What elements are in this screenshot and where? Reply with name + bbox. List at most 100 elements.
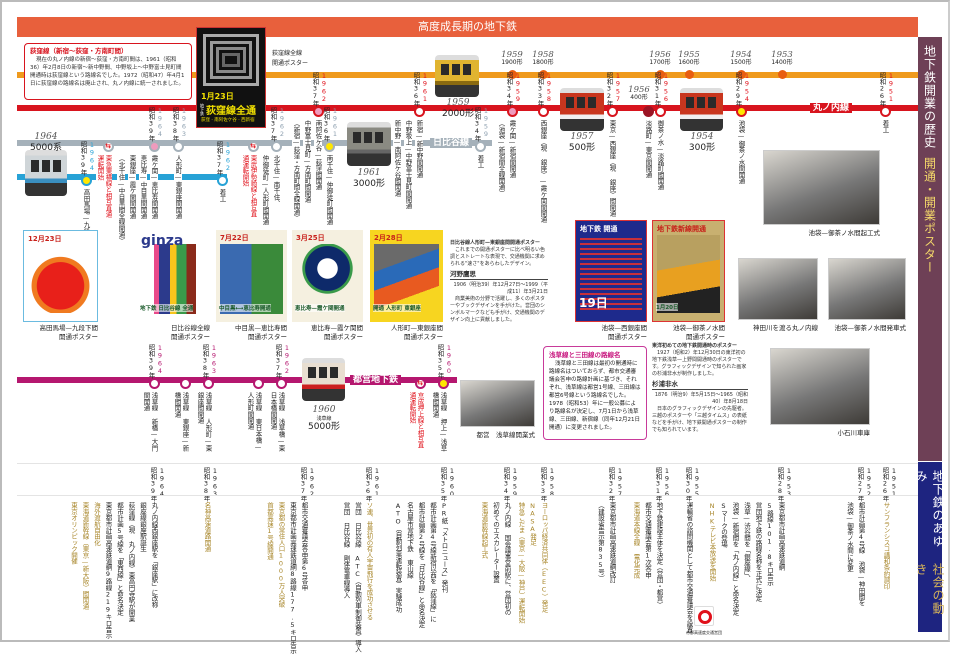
timeline-year: 1951 [890, 467, 898, 498]
marunouchi-line-label: 丸ノ内線 [810, 103, 853, 113]
marunouchi-event-text: 新宿—新中野間開通 [415, 120, 423, 178]
poster-caption: 日比谷線全線開通ポスター [137, 324, 210, 341]
train-window [708, 97, 716, 109]
hibiya-line-label: 日比谷線 [430, 138, 473, 148]
car-model-year: 1959 [501, 50, 523, 60]
marunouchi-event-era: 昭和32年 [605, 72, 613, 107]
photo-caption: 小石川車庫 [837, 429, 871, 437]
timeline-era: 昭和28年 [776, 467, 784, 502]
marunouchi-line [17, 105, 918, 111]
car-model-name: 1800形 [532, 59, 554, 66]
marunouchi-event-text: 淡路町—東京間開通 [644, 120, 652, 178]
info-box-body: 現在の丸ノ内線の新宿〜荻窪・方南町間は、1961（昭和36）年2月8日の新宿〜新… [30, 57, 185, 87]
toei-event-era: 昭和35年 [436, 344, 444, 379]
marunouchi-event-text: 南阿佐ケ谷—荻窪間開通 [314, 120, 322, 190]
subway-event: 地下鉄建設主体を決定（営団・都営） [655, 502, 663, 608]
note-bio: 日本のグラフィックデザインの先駆者。三越のポスターや「三越タイムス」の表紙などを… [652, 406, 747, 433]
train-year: 1959 [446, 98, 470, 108]
side-society-title: 社会の動き [914, 563, 945, 616]
timeline-era: 昭和32年 [607, 467, 615, 502]
note-lead: 日比谷線人形町—東銀座間開通ポスター [450, 240, 541, 246]
through-service-icon: ⇆ [247, 140, 259, 152]
through-service-icon: ⇆ [102, 140, 114, 152]
note-dates: 1876（明治9）年5月15日〜1965（昭和40）年8月18日 [654, 392, 748, 405]
poster-5: 2月28日開通 人形町 東銀座 [370, 230, 443, 322]
subway-event: 浅草—渋谷間を「銀座線」、 [742, 502, 751, 581]
train-photo [560, 88, 604, 131]
marunouchi-station-node [879, 105, 891, 117]
hibiya-event-era: 昭和37年 [269, 107, 277, 142]
timeline-year: 1958 [548, 467, 556, 498]
poster-caption-line2: 開通ポスター [686, 332, 725, 341]
train-window [308, 367, 316, 379]
hibiya-event-year: 1963 [180, 107, 188, 138]
train-window [686, 97, 694, 109]
photo-caption: 神田川を渡る丸ノ内線 [753, 324, 818, 332]
car-model-name: 1700形 [649, 59, 671, 66]
train-name: 5000系 [30, 143, 62, 153]
hibiya-event-text: 東武伊勢崎線と相互直通運転開始 [241, 155, 257, 221]
subway-event: 都市計画第4号線 池袋—神田間を [857, 502, 865, 606]
poster-caption-line1: 恵比寿—霞ケ関間 [311, 324, 363, 332]
toei-event-text: 京成押上線と相互直通運転開始 [408, 392, 424, 452]
poster-art-text: 12月23日 [28, 235, 62, 243]
marunouchi-event-text: 中野坂上—中野富士見町間開通 [404, 120, 412, 209]
poster-1: 12月23日 [23, 230, 98, 322]
car-model-marker [778, 70, 787, 79]
timeline-top-rule [17, 463, 918, 464]
poster-art-text: 3月25日 [296, 234, 325, 242]
tozai-event-era: 昭和37年 [215, 141, 223, 176]
note-lead: 東洋初めての地下鉄開通時のポスター [652, 343, 738, 349]
hibiya-station-node [148, 140, 160, 152]
toei-event-text: 浅草線 押上—浅草橋間開通 [431, 392, 447, 452]
poster-caption-line2: 開通ポスター [171, 332, 210, 341]
tozai-station-node [80, 174, 92, 186]
marunouchi-event-era: 昭和29年 [734, 72, 742, 107]
poster-art-subtext: 中目黒⟷恵比寿開通 [219, 304, 271, 312]
poster-caption-line1: 池袋—西銀座間 [601, 324, 648, 332]
timeline-year: 1961 [373, 467, 381, 498]
marunouchi-station-node [606, 105, 618, 117]
train-photo [680, 88, 723, 131]
photo-caption: 都営 浅草線開業式 [476, 431, 536, 439]
poster-caption: 中目黒—恵比寿間開通ポスター [216, 324, 287, 341]
timeline-era: 昭和34年 [502, 467, 510, 502]
toei-station-node [202, 377, 214, 389]
subway-event: 池袋—御茶ノ水間に変更 [845, 502, 854, 572]
subway-event: 銀座線銀座駅誕生 [138, 502, 147, 552]
poster-caption-line1: 中目黒—恵比寿間 [235, 324, 287, 332]
subway-event: 5路線101.8キロ告示 [765, 502, 774, 586]
page-frame [0, 0, 950, 642]
train-name: 3000形 [353, 179, 385, 189]
poster-art-text: ginza [141, 233, 184, 249]
timeline-year: 1962 [308, 467, 316, 498]
society-event: 首都高速1号線開通 [265, 502, 274, 560]
train-photo [435, 55, 479, 97]
photo-caption: 池袋—御茶ノ水間起工式 [808, 229, 881, 237]
ogikubo-info-box: 荻窪線（新宿〜荻窪・方南町間） 現在の丸ノ内線の新宿〜荻窪・方南町間は、1961… [24, 43, 192, 100]
subway-event: 東京都市計画高速鉄道網改訂 [608, 502, 616, 583]
subway-event: 営団 日比谷線 剛体電車線導入 [342, 502, 350, 599]
subway-event: 荻窪線（現 丸ノ内線）東高円寺駅が開業 [127, 502, 135, 622]
note-body: 1927（昭和2）年12月30日の東洋初の地下鉄浅草—上野間開通時のポスターです… [652, 350, 747, 377]
car-model-year: 1954 [730, 50, 752, 60]
subway-event: 都市交通審議会答申第6号答申 [300, 502, 308, 591]
route-box-body: 浅草線と三田線は最初の開通時に路線名はついておらず、都市交通審議会答申の路線計画… [549, 361, 641, 431]
marunouchi-event-era: 昭和33年 [536, 72, 544, 107]
poster-caption-line1: 高田馬場—九段下間 [39, 324, 99, 332]
timeline-year: 1964 [158, 467, 166, 498]
note-bio: 商業美術の分野で活躍し、多くのポスターやブックデザインを手がけた。営団のシンボル… [450, 296, 546, 323]
timeline-era: 昭和26年 [881, 467, 889, 502]
hibiya-event-year: 1961 [331, 107, 339, 138]
train-year: 1957 [570, 132, 594, 142]
side-label-ayumi: 地下鉄のあゆみ 社会の動き [914, 462, 945, 632]
marunouchi-event-year: 1962 [320, 72, 328, 103]
train-window [364, 131, 372, 143]
